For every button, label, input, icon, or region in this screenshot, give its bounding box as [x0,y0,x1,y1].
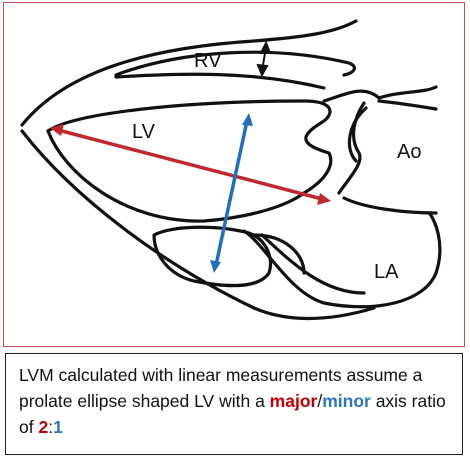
major-axis-arrow [50,124,331,205]
caption-text: LVM calculated with linear measurements … [19,365,423,411]
lvot-wall [322,85,438,103]
aortic-root-lower [342,196,438,215]
caption-colon: : [48,417,54,437]
caption-slash: / [317,391,323,411]
rv-arrow-head-bottom [256,63,269,78]
lv-cavity-outline [46,99,333,223]
aortic-root-upper [337,101,366,195]
epicardium-outline [20,19,358,127]
rv-septal-wall [114,72,326,90]
ao-label: Ao [397,141,421,163]
minor-axis-head-bottom [210,260,221,273]
caption-box: LVM calculated with linear measurements … [5,353,463,455]
caption-minor: minor [322,391,371,411]
minor-axis-arrow [210,113,253,273]
rv-arrow-head-top [259,40,272,54]
heart-echo-diagram: RV LV Ao LA [20,19,442,321]
lv-label: LV [132,121,156,143]
caption-ratio-minor: 1 [53,417,63,437]
major-axis-head-left [50,124,64,136]
caption-ratio-major: 2 [38,417,49,437]
la-inner-outline [260,233,366,295]
aortic-valve [347,106,368,163]
minor-axis-head-top [242,113,253,126]
caption-major: major [269,391,318,411]
left-atrium-outline [242,211,442,309]
posterior-wall [152,225,272,288]
major-axis-head-right [317,193,331,205]
la-label: LA [374,261,399,283]
aortic-root [377,99,438,111]
epicardium-lower-outline [20,129,376,321]
heart-diagram-frame: RV LV Ao LA [3,2,465,347]
rv-free-wall [114,50,356,77]
rv-label: RV [194,50,222,72]
caption-text-2: axis ratio of [19,391,446,437]
